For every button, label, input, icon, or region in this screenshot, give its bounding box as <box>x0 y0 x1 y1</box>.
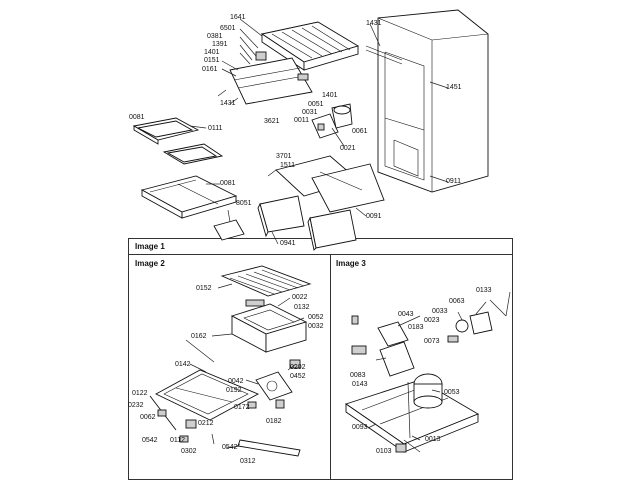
callout-0312: 0312 <box>240 458 256 465</box>
callout-0542-a: 0542 <box>142 437 158 444</box>
damper-parts-drawing <box>311 103 353 147</box>
image2-evaporator-cover-drawing <box>155 339 260 421</box>
callout-0302: 0302 <box>181 448 197 455</box>
callout-0132: 0132 <box>294 304 310 311</box>
callout-0152: 0152 <box>196 285 212 292</box>
callout-0911: 0911 <box>446 178 462 185</box>
callout-0542-b: 0542 <box>222 444 238 451</box>
crisper-cover-drawing <box>140 175 238 219</box>
callout-0162: 0162 <box>191 333 207 340</box>
callout-0202: 0202 <box>290 364 306 371</box>
callout-0033: 0033 <box>432 308 448 315</box>
callout-0022: 0022 <box>292 294 308 301</box>
callout-1431-b: 1431 <box>366 20 382 27</box>
callout-0091: 0091 <box>366 213 382 220</box>
shelf-0111-drawing <box>162 143 224 165</box>
callout-0021: 0021 <box>340 145 356 152</box>
callout-0183: 0183 <box>408 324 424 331</box>
callout-1401-b: 1401 <box>322 92 338 99</box>
callout-0182: 0182 <box>266 418 282 425</box>
callout-0112: 0112 <box>170 437 186 444</box>
image3-base-plate-drawing <box>344 379 480 453</box>
panel-title-image1: Image 1 <box>135 242 165 251</box>
image3-tubing-drawing <box>395 381 421 453</box>
callout-0111: 0111 <box>208 125 223 132</box>
panel-title-image2: Image 2 <box>135 259 165 268</box>
cabinet-drawing <box>365 9 489 193</box>
callout-0122: 0122 <box>132 390 148 397</box>
callout-1401-a: 1401 <box>204 49 220 56</box>
image2-control-box-drawing <box>230 299 308 353</box>
callout-0053: 0053 <box>444 389 460 396</box>
callout-0192: 0192 <box>226 387 242 394</box>
callout-0061: 0061 <box>352 128 368 135</box>
callout-0083: 0083 <box>350 372 366 379</box>
panel-divider-vertical <box>330 254 331 480</box>
image2-bottom-rail-drawing <box>233 439 301 457</box>
callout-1641: 1641 <box>230 14 246 21</box>
callout-0172: 0172 <box>234 404 250 411</box>
panel-title-image3: Image 3 <box>336 259 366 268</box>
callout-0133: 0133 <box>476 287 492 294</box>
callout-0042: 0042 <box>228 378 244 385</box>
callout-0941: 0941 <box>280 240 296 247</box>
leader-lines <box>189 18 487 449</box>
image2-fan-assembly-drawing <box>247 359 301 409</box>
bracket-8051-drawing <box>213 209 245 241</box>
image3-valve-parts-drawing <box>447 291 511 343</box>
callout-0051: 0051 <box>308 101 324 108</box>
callout-0013: 0013 <box>425 436 441 443</box>
control-housing-drawing <box>217 51 313 105</box>
callout-1391: 1391 <box>212 41 228 48</box>
callout-0062: 0062 <box>140 414 156 421</box>
shelf-1641-drawing <box>260 21 360 71</box>
callout-0212: 0212 <box>198 420 214 427</box>
callout-0032: 0032 <box>308 323 324 330</box>
image2-shelf-drawing <box>220 265 312 297</box>
image2-drain-parts-drawing <box>149 395 215 445</box>
callout-1451: 1451 <box>446 84 462 91</box>
callout-0103: 0103 <box>376 448 392 455</box>
callout-0142: 0142 <box>175 361 191 368</box>
callout-0093: 0093 <box>352 424 368 431</box>
callout-0073: 0073 <box>424 338 440 345</box>
callout-1431-a: 1431 <box>220 100 236 107</box>
callout-0381: 0381 <box>207 33 223 40</box>
callout-1511: 1511 <box>280 162 296 169</box>
shelf-0081-drawing <box>132 117 200 145</box>
panel-divider-horizontal <box>128 254 513 255</box>
callout-0031: 0031 <box>302 109 318 116</box>
callout-6501: 6501 <box>220 25 236 32</box>
image3-relay-box-drawing <box>351 315 415 377</box>
callout-0081-a: 0081 <box>129 114 145 121</box>
callout-3701: 3701 <box>276 153 292 160</box>
crisper-drawers-drawing <box>257 155 385 251</box>
callout-0043: 0043 <box>398 311 414 318</box>
image3-compressor-drawing <box>413 373 443 409</box>
callout-0063: 0063 <box>449 298 465 305</box>
callout-0232: 0232 <box>128 402 144 409</box>
callout-0161: 0161 <box>202 66 218 73</box>
callout-0151: 0151 <box>204 57 220 64</box>
callout-3621: 3621 <box>264 118 280 125</box>
callout-8051: 8051 <box>236 200 252 207</box>
callout-0452: 0452 <box>290 373 306 380</box>
callout-0052: 0052 <box>308 314 324 321</box>
callout-0011: 0011 <box>294 117 310 124</box>
callout-0143: 0143 <box>352 381 368 388</box>
callout-0023: 0023 <box>424 317 440 324</box>
callout-0081-b: 0081 <box>220 180 236 187</box>
